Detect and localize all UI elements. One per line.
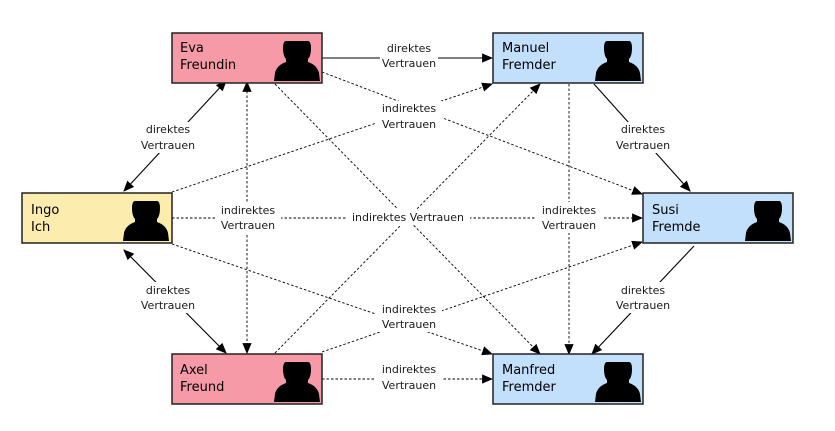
label-line1: indirektes: [382, 363, 437, 376]
node-name-line2: Freund: [180, 380, 224, 395]
node-name-line2: Fremder: [502, 58, 557, 73]
label-line2: Vertrauen: [382, 118, 436, 131]
node-name-line1: Manfred: [502, 363, 555, 378]
label-line1: indirektes: [221, 204, 276, 217]
node-name-line1: Susi: [652, 203, 679, 218]
label-line2: Vertrauen: [382, 318, 436, 331]
label-ingo-eva: direktes Vertrauen: [138, 122, 198, 153]
edge-label-layer: direktes Vertrauen direktes Vertrauen di…: [138, 41, 673, 393]
label-line1: direktes: [146, 123, 191, 136]
node-name-line1: Eva: [180, 41, 204, 56]
label-line2: Vertrauen: [141, 139, 195, 152]
node-name-line2: Ich: [31, 220, 50, 235]
person-node-manuel[interactable]: Manuel Fremder: [492, 32, 644, 84]
label-eva-manuel: direktes Vertrauen: [380, 41, 438, 72]
node-name-line1: Axel: [180, 363, 208, 378]
edge-ingo-manuel: [171, 82, 494, 193]
label-single: indirektes Vertrauen: [352, 211, 464, 224]
label-line2: Vertrauen: [382, 57, 436, 70]
person-silhouette-icon: [595, 362, 641, 402]
label-line2: Vertrauen: [221, 219, 275, 232]
person-silhouette-icon: [745, 201, 791, 241]
label-line2: Vertrauen: [616, 139, 670, 152]
label-ingo-susi-center: indirektes Vertrauen: [346, 209, 470, 225]
edge-axel-susi: [321, 240, 644, 353]
label-line1: direktes: [146, 284, 191, 297]
person-node-susi[interactable]: Susi Fremde: [642, 192, 794, 244]
node-name-line2: Freundin: [180, 58, 236, 73]
label-line2: Vertrauen: [616, 299, 670, 312]
edge-ingo-manfred: [171, 243, 494, 356]
person-node-eva[interactable]: Eva Freundin: [171, 32, 323, 84]
label-line1: indirektes: [382, 303, 437, 316]
label-manuel-susi: direktes Vertrauen: [613, 122, 673, 153]
node-name-line2: Fremder: [502, 380, 557, 395]
label-susi-manfred: direktes Vertrauen: [613, 282, 673, 313]
person-silhouette-icon: [274, 41, 320, 81]
label-axel-manfred: indirektes Vertrauen: [376, 362, 442, 393]
node-name-line1: Manuel: [502, 41, 549, 56]
label-ingo-susi-right: indirektes Vertrauen: [536, 202, 602, 233]
person-silhouette-icon: [595, 41, 641, 81]
label-ingo-manuel: indirektes Vertrauen: [376, 101, 442, 132]
person-node-axel[interactable]: Axel Freund: [171, 353, 323, 405]
node-layer: Eva Freundin Manuel Fremder Ingo Ich Sus…: [21, 32, 794, 405]
label-line2: Vertrauen: [542, 219, 596, 232]
label-line2: Vertrauen: [141, 299, 195, 312]
person-silhouette-icon: [123, 201, 169, 241]
label-line1: direktes: [621, 284, 666, 297]
person-node-manfred[interactable]: Manfred Fremder: [492, 353, 644, 405]
label-line2: Vertrauen: [382, 379, 436, 392]
label-line1: direktes: [621, 123, 666, 136]
person-silhouette-icon: [274, 362, 320, 402]
node-name-line2: Fremde: [652, 220, 701, 235]
label-line1: indirektes: [542, 204, 597, 217]
label-line1: indirektes: [382, 102, 437, 115]
label-ingo-axel: direktes Vertrauen: [138, 282, 198, 313]
edge-eva-susi: [321, 71, 644, 195]
label-axel-susi: indirektes Vertrauen: [376, 301, 442, 332]
node-name-line1: Ingo: [31, 203, 59, 218]
label-line1: direktes: [387, 42, 432, 55]
label-ingo-susi-left: indirektes Vertrauen: [215, 202, 281, 233]
person-node-ingo[interactable]: Ingo Ich: [21, 192, 173, 244]
